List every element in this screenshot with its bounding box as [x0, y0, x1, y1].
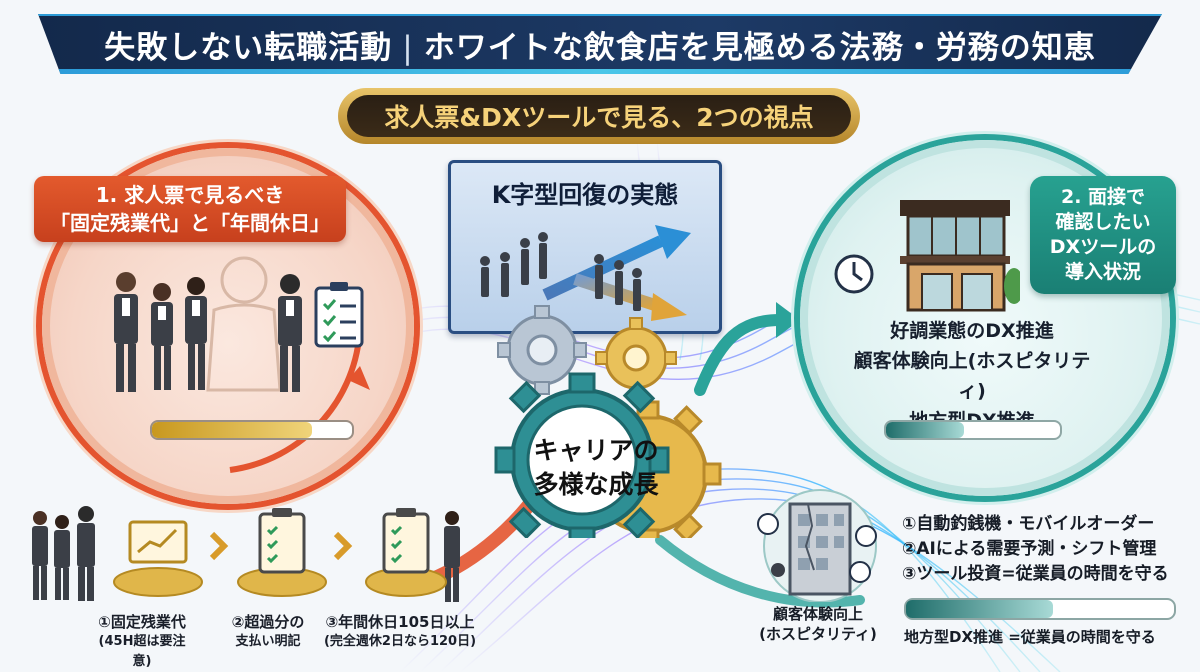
step-1-label: ①固定残業代 (45H超は要注意): [92, 612, 192, 672]
old-building-illustration: [757, 489, 877, 602]
page-title: 失敗しない転職活動|ホワイトな飲食店を見極める法務・労務の知恵: [104, 22, 1095, 67]
title-separator: |: [402, 29, 414, 66]
left-label-line2: 「固定残業代」と「年間休日」: [50, 211, 330, 235]
right-label-line3: DXツールの: [1049, 236, 1157, 258]
right-progress-fill: [886, 422, 965, 438]
left-progress-bar: [150, 420, 354, 440]
left-progress-fill: [152, 422, 312, 438]
hospitality-label: 顧客体験向上 (ホスピタリティ): [756, 604, 880, 644]
right-label-line4: 導入状況: [1064, 261, 1141, 283]
right-progress-bar: [884, 420, 1062, 440]
step-3-main: ③年間休日105日以上: [325, 613, 475, 631]
dx-tools-list: ①自動釣銭機・モバイルオーダー ②AIによる需要予測・シフト管理 ③ツール投資=…: [902, 512, 1192, 587]
career-line1: キャリアの: [533, 436, 659, 465]
left-arrow-ring: [229, 319, 370, 473]
step-2-label: ②超過分の 支払い明記: [222, 612, 314, 652]
regional-dx-label: 地方型DX推進 =従業員の時間を守る: [904, 628, 1156, 646]
dx-tool-item: ③ツール投資=従業員の時間を守る: [902, 564, 1169, 584]
title-right: ホワイトな飲食店を見極める法務・労務の知恵: [423, 29, 1096, 66]
k-card-title: K字型回復の実態: [491, 181, 679, 209]
regional-dx-progress-fill: [906, 600, 1054, 618]
right-section-label: 2. 面接で 確認したい DXツールの 導入状況: [1030, 176, 1176, 294]
right-label-line2: 確認したい: [1055, 211, 1151, 233]
step-3-label: ③年間休日105日以上 (完全週休2日なら120日): [322, 612, 478, 652]
restaurant-building-illustration: [834, 200, 1020, 312]
right-dx-item: 好調業態のDX推進: [890, 320, 1054, 342]
right-dx-item: 顧客体験向上(ホスピタリティ): [853, 350, 1091, 402]
right-label-line1: 2. 面接で: [1060, 186, 1146, 208]
step-1-main: ①固定残業代: [98, 613, 186, 631]
step-3-sub: (完全週休2日なら120日): [323, 634, 477, 649]
k-shape-card: K字型回復の実態: [448, 160, 722, 334]
hospitality-line1: 顧客体験向上: [772, 605, 863, 623]
career-line2: 多様な成長: [533, 470, 659, 499]
regional-dx-progress-bar: [904, 598, 1176, 620]
subtitle-pill: 求人票&DXツールで見る、2つの視点: [338, 88, 860, 144]
dx-tool-item: ②AIによる需要予測・シフト管理: [902, 539, 1157, 559]
k-shape-arrows-illustration: [480, 225, 691, 321]
subtitle-text: 求人票&DXツールで見る、2つの視点: [347, 95, 851, 137]
step-2-main: ②超過分の: [231, 613, 305, 631]
career-growth-text: キャリアの 多様な成長: [516, 434, 676, 502]
right-dx-list: 好調業態のDX推進 顧客体験向上(ホスピタリティ) 地方型DX推進: [842, 316, 1102, 436]
title-left: 失敗しない転職活動: [104, 29, 393, 66]
gears-illustration: [494, 305, 722, 538]
step-1-sub: (45H超は要注意): [98, 634, 186, 669]
step-2-sub: 支払い明記: [235, 634, 301, 649]
steps-illustration: [32, 506, 460, 602]
business-people-illustration: [114, 256, 364, 392]
title-banner: 失敗しない転職活動|ホワイトな飲食店を見極める法務・労務の知恵: [38, 14, 1162, 74]
hospitality-line2: (ホスピタリティ): [759, 625, 877, 643]
dx-tool-item: ①自動釣銭機・モバイルオーダー: [902, 514, 1155, 534]
left-label-line1: 1. 求人票で見るべき: [95, 183, 285, 207]
left-section-label: 1. 求人票で見るべき 「固定残業代」と「年間休日」: [34, 176, 346, 242]
